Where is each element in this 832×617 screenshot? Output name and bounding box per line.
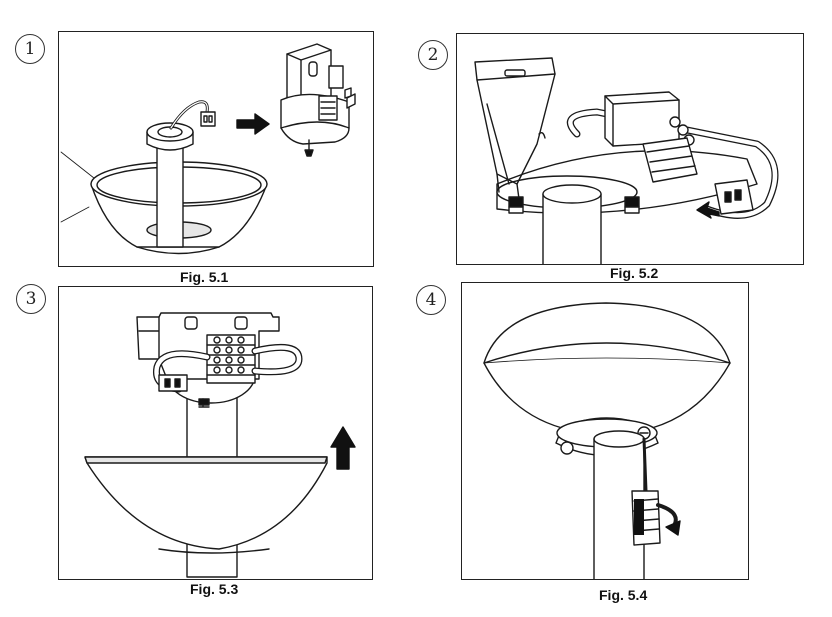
mounting-bracket [474, 57, 556, 200]
arrow-up-icon [330, 426, 356, 470]
step-number-4: 4 [416, 285, 446, 315]
caption-fig-5-2: Fig. 5.2 [610, 265, 659, 281]
screwdriver-icon [631, 437, 661, 546]
mounting-bracket [280, 43, 356, 157]
canopy-bowl [84, 456, 328, 554]
fig-5-4-illustration [483, 302, 731, 579]
step-number-3: 3 [16, 284, 46, 314]
figure-panel-1 [58, 31, 374, 267]
step-number-1: 1 [15, 34, 45, 64]
fig-5-2-illustration [474, 57, 779, 264]
figure-panel-2 [456, 33, 804, 265]
wire-plug [714, 179, 754, 215]
down-rod [156, 141, 184, 248]
down-rod [542, 193, 602, 264]
terminal-block [206, 334, 256, 384]
figure-panel-4 [461, 282, 749, 580]
arrow-left-icon [696, 201, 720, 219]
caption-fig-5-1: Fig. 5.1 [180, 269, 229, 285]
fig-5-1-illustration [60, 43, 356, 255]
caption-fig-5-4: Fig. 5.4 [599, 587, 648, 603]
step-number-2: 2 [418, 40, 448, 70]
caption-fig-5-3: Fig. 5.3 [190, 581, 239, 597]
fig-5-3-illustration [84, 312, 356, 578]
arrow-right-icon [236, 113, 270, 135]
figure-panel-3 [58, 286, 373, 580]
